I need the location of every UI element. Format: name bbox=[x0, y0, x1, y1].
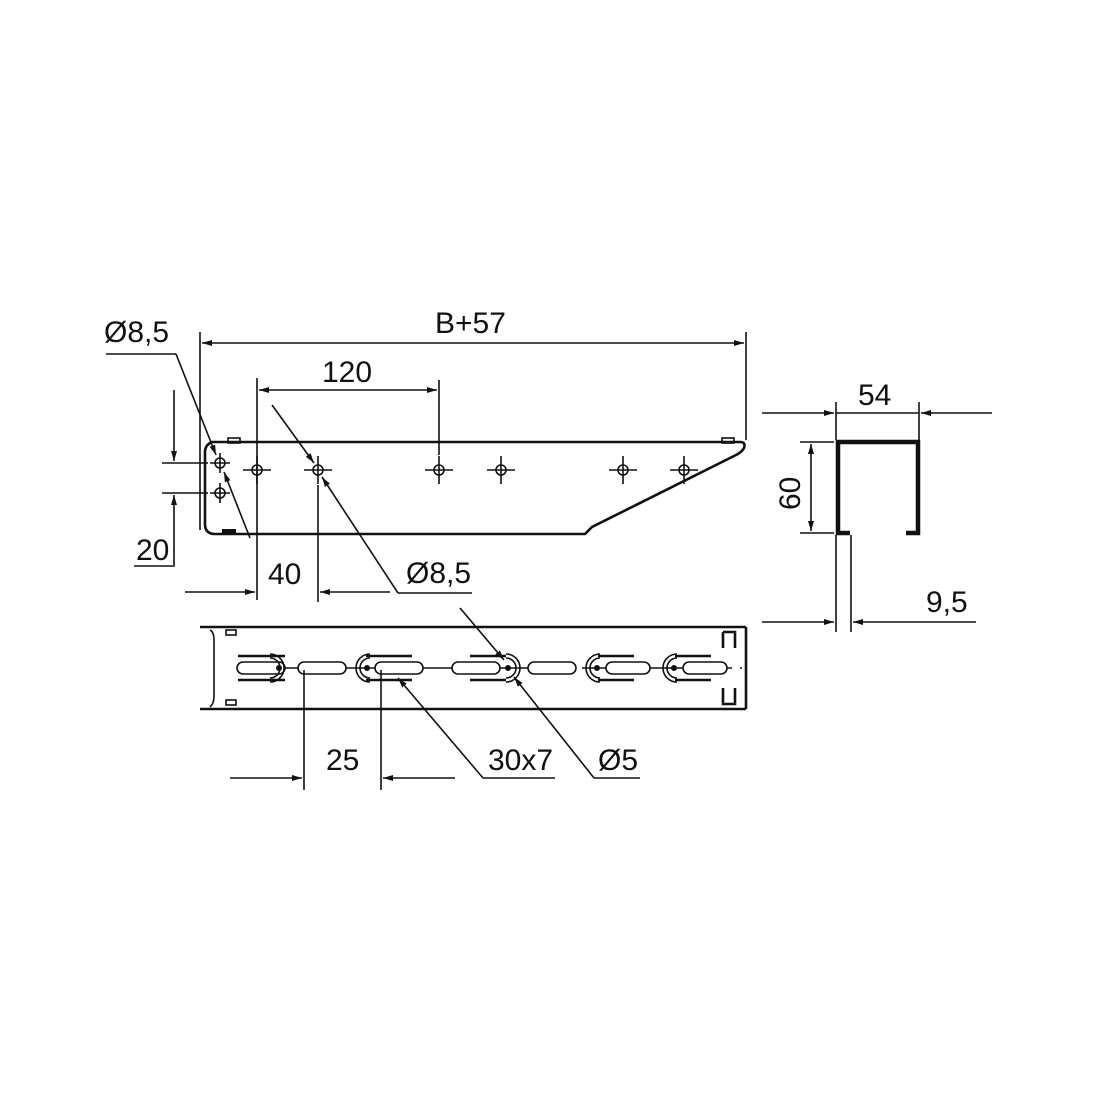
side-holes bbox=[210, 453, 698, 503]
dim-hole-diameter-left: Ø8,5 bbox=[104, 316, 169, 349]
slot-group bbox=[451, 653, 521, 683]
top-view: 25 30x7 Ø5 bbox=[200, 607, 748, 790]
hole-icon bbox=[670, 456, 698, 484]
tab bbox=[721, 437, 735, 444]
dim-overall-length: B+57 bbox=[435, 307, 506, 340]
dim-profile-width: 54 bbox=[858, 379, 891, 412]
slot bbox=[527, 661, 577, 675]
hole-icon bbox=[609, 456, 637, 484]
hole-icon bbox=[210, 483, 230, 503]
dim-pitch-20: 20 bbox=[136, 534, 169, 567]
tab bbox=[222, 529, 236, 534]
dim-small-hole-diameter: Ø5 bbox=[598, 744, 638, 777]
tab bbox=[227, 437, 241, 444]
side-view-outline bbox=[203, 440, 746, 536]
slot-group bbox=[585, 653, 651, 683]
c-profile bbox=[835, 439, 921, 536]
dim-profile-height: 60 bbox=[774, 477, 807, 510]
hole-icon bbox=[487, 456, 515, 484]
slot-group bbox=[355, 653, 424, 683]
dim-slot-pitch: 25 bbox=[326, 744, 359, 777]
side-view: B+57 120 40 20 Ø8,5 Ø8,5 bbox=[104, 307, 747, 602]
slot-group bbox=[662, 653, 728, 683]
slot bbox=[297, 661, 347, 675]
dim-pitch-120: 120 bbox=[322, 356, 372, 389]
end-profile-view: 54 60 9,5 bbox=[762, 379, 992, 632]
slot-group bbox=[236, 653, 286, 683]
dim-pitch-40: 40 bbox=[268, 558, 301, 591]
hole-icon bbox=[210, 453, 230, 473]
dim-slot-size: 30x7 bbox=[488, 744, 553, 777]
hole-icon bbox=[425, 456, 453, 484]
dim-hole-diameter-center: Ø8,5 bbox=[406, 557, 471, 590]
dim-profile-lip: 9,5 bbox=[926, 586, 968, 619]
hole-icon bbox=[304, 456, 332, 484]
